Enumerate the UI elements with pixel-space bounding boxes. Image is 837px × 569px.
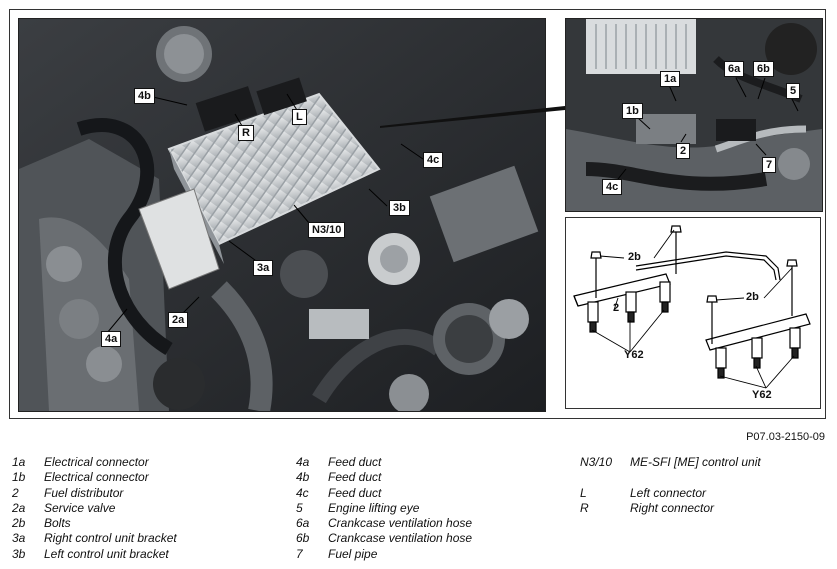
callout-3a: 3a [253, 260, 274, 276]
legend-code: 5 [296, 500, 303, 515]
legend-row: 5 Engine lifting eye [296, 501, 472, 516]
callout-4b: 4b [134, 88, 155, 104]
legend-code: 4a [296, 455, 310, 469]
legend-text: Service valve [44, 500, 116, 515]
legend-text: Left connector [630, 485, 707, 500]
legend-row: 4c Feed duct [296, 486, 472, 501]
callout-3b: 3b [389, 200, 410, 216]
legend-row: 1b Electrical connector [12, 470, 177, 485]
rail-label-2b-top: 2b [628, 251, 641, 263]
detail-callout-7: 7 [762, 157, 777, 173]
legend-text: Right control unit bracket [44, 531, 177, 546]
legend-code: L [580, 485, 587, 500]
legend-text: Left control unit bracket [44, 546, 169, 561]
detail-callout-4c: 4c [602, 179, 623, 195]
legend-code: 7 [296, 546, 303, 561]
rail-label-2b-right: 2b [746, 291, 759, 303]
engine-photo-art [19, 19, 545, 411]
callout-2a: 2a [168, 312, 189, 328]
legend-code: R [580, 500, 589, 515]
detail-callout-6b: 6b [753, 61, 774, 77]
legend-text: Feed duct [328, 470, 382, 485]
legend-row: N3/10 ME-SFI [ME] control unit [580, 455, 761, 470]
detail-callout-1b: 1b [622, 103, 643, 119]
zoom-connector-line [380, 106, 565, 128]
legend-column-3: N3/10 ME-SFI [ME] control unit L Left conn… [580, 455, 761, 516]
legend-text: ME-SFI [ME] control unit [630, 455, 761, 469]
legend-row: 4a Feed duct [296, 455, 472, 470]
rail-label-2: 2 [613, 302, 620, 314]
detail-callout-5: 5 [786, 83, 801, 99]
legend-code: 3b [12, 546, 26, 561]
legend-row: 7 Fuel pipe [296, 547, 472, 562]
legend-text: Electrical connector [44, 470, 149, 485]
callout-4c: 4c [423, 152, 444, 168]
detail-callout-2: 2 [676, 143, 691, 159]
legend-code: 1a [12, 455, 26, 469]
legend-row: 3a Right control unit bracket [12, 531, 177, 546]
legend-code: 2a [12, 500, 26, 515]
fuel-rail-diagram: 2b 2b 2 Y62 Y62 [565, 217, 821, 409]
legend-code: 6a [296, 516, 310, 531]
legend-code: 2 [12, 485, 19, 500]
legend-text: Fuel distributor [44, 485, 124, 500]
legend-row: 1a Electrical connector [12, 455, 177, 470]
legend-text: Bolts [44, 516, 71, 531]
legend-row: 2a Service valve [12, 501, 177, 516]
legend-text: Feed duct [328, 485, 382, 500]
legend-row [580, 470, 761, 485]
legend-code: 1b [12, 470, 26, 485]
legend-text: Feed duct [328, 455, 382, 469]
legend-row: R Right connector [580, 501, 761, 516]
legend-row: 4b Feed duct [296, 470, 472, 485]
legend-text: Fuel pipe [328, 546, 378, 561]
detail-callout-6a: 6a [724, 61, 745, 77]
legend-row: 3b Left control unit bracket [12, 547, 177, 562]
legend-text: Crankcase ventilation hose [328, 531, 473, 546]
legend-row: 6b Crankcase ventilation hose [296, 531, 472, 546]
fuel-rail-drawing [573, 225, 811, 389]
legend-row: 2 Fuel distributor [12, 486, 177, 501]
legend-code: 2b [12, 516, 26, 531]
legend-code: N3/10 [580, 455, 613, 469]
legend-code: 3a [12, 531, 26, 546]
figure-id: P07.03-2150-09 [746, 431, 825, 443]
callout-N3-10: N3/10 [308, 222, 346, 238]
legend-code: 4b [296, 470, 310, 485]
callout-L: L [292, 109, 307, 125]
legend-code: 6b [296, 531, 310, 546]
legend-text: Electrical connector [44, 455, 149, 469]
rail-label-y62-right: Y62 [752, 389, 772, 401]
rail-label-y62-left: Y62 [624, 349, 644, 361]
legend-text: Right connector [630, 500, 715, 515]
detail-photo: 1a 6a 6b 5 1b 2 7 4c [565, 18, 823, 212]
legend-text: Engine lifting eye [328, 500, 420, 515]
engine-photo: 4b R L 4c 3b N3/10 3a 2a 4a [18, 18, 546, 412]
legend-code: 4c [296, 485, 309, 500]
legend-row: 6a Crankcase ventilation hose [296, 516, 472, 531]
detail-callout-1a: 1a [660, 71, 681, 87]
legend-text: Crankcase ventilation hose [328, 516, 473, 531]
legend-row: L Left connector [580, 486, 761, 501]
legend-row: 2b Bolts [12, 516, 177, 531]
callout-4a: 4a [101, 331, 122, 347]
callout-R: R [238, 125, 254, 141]
